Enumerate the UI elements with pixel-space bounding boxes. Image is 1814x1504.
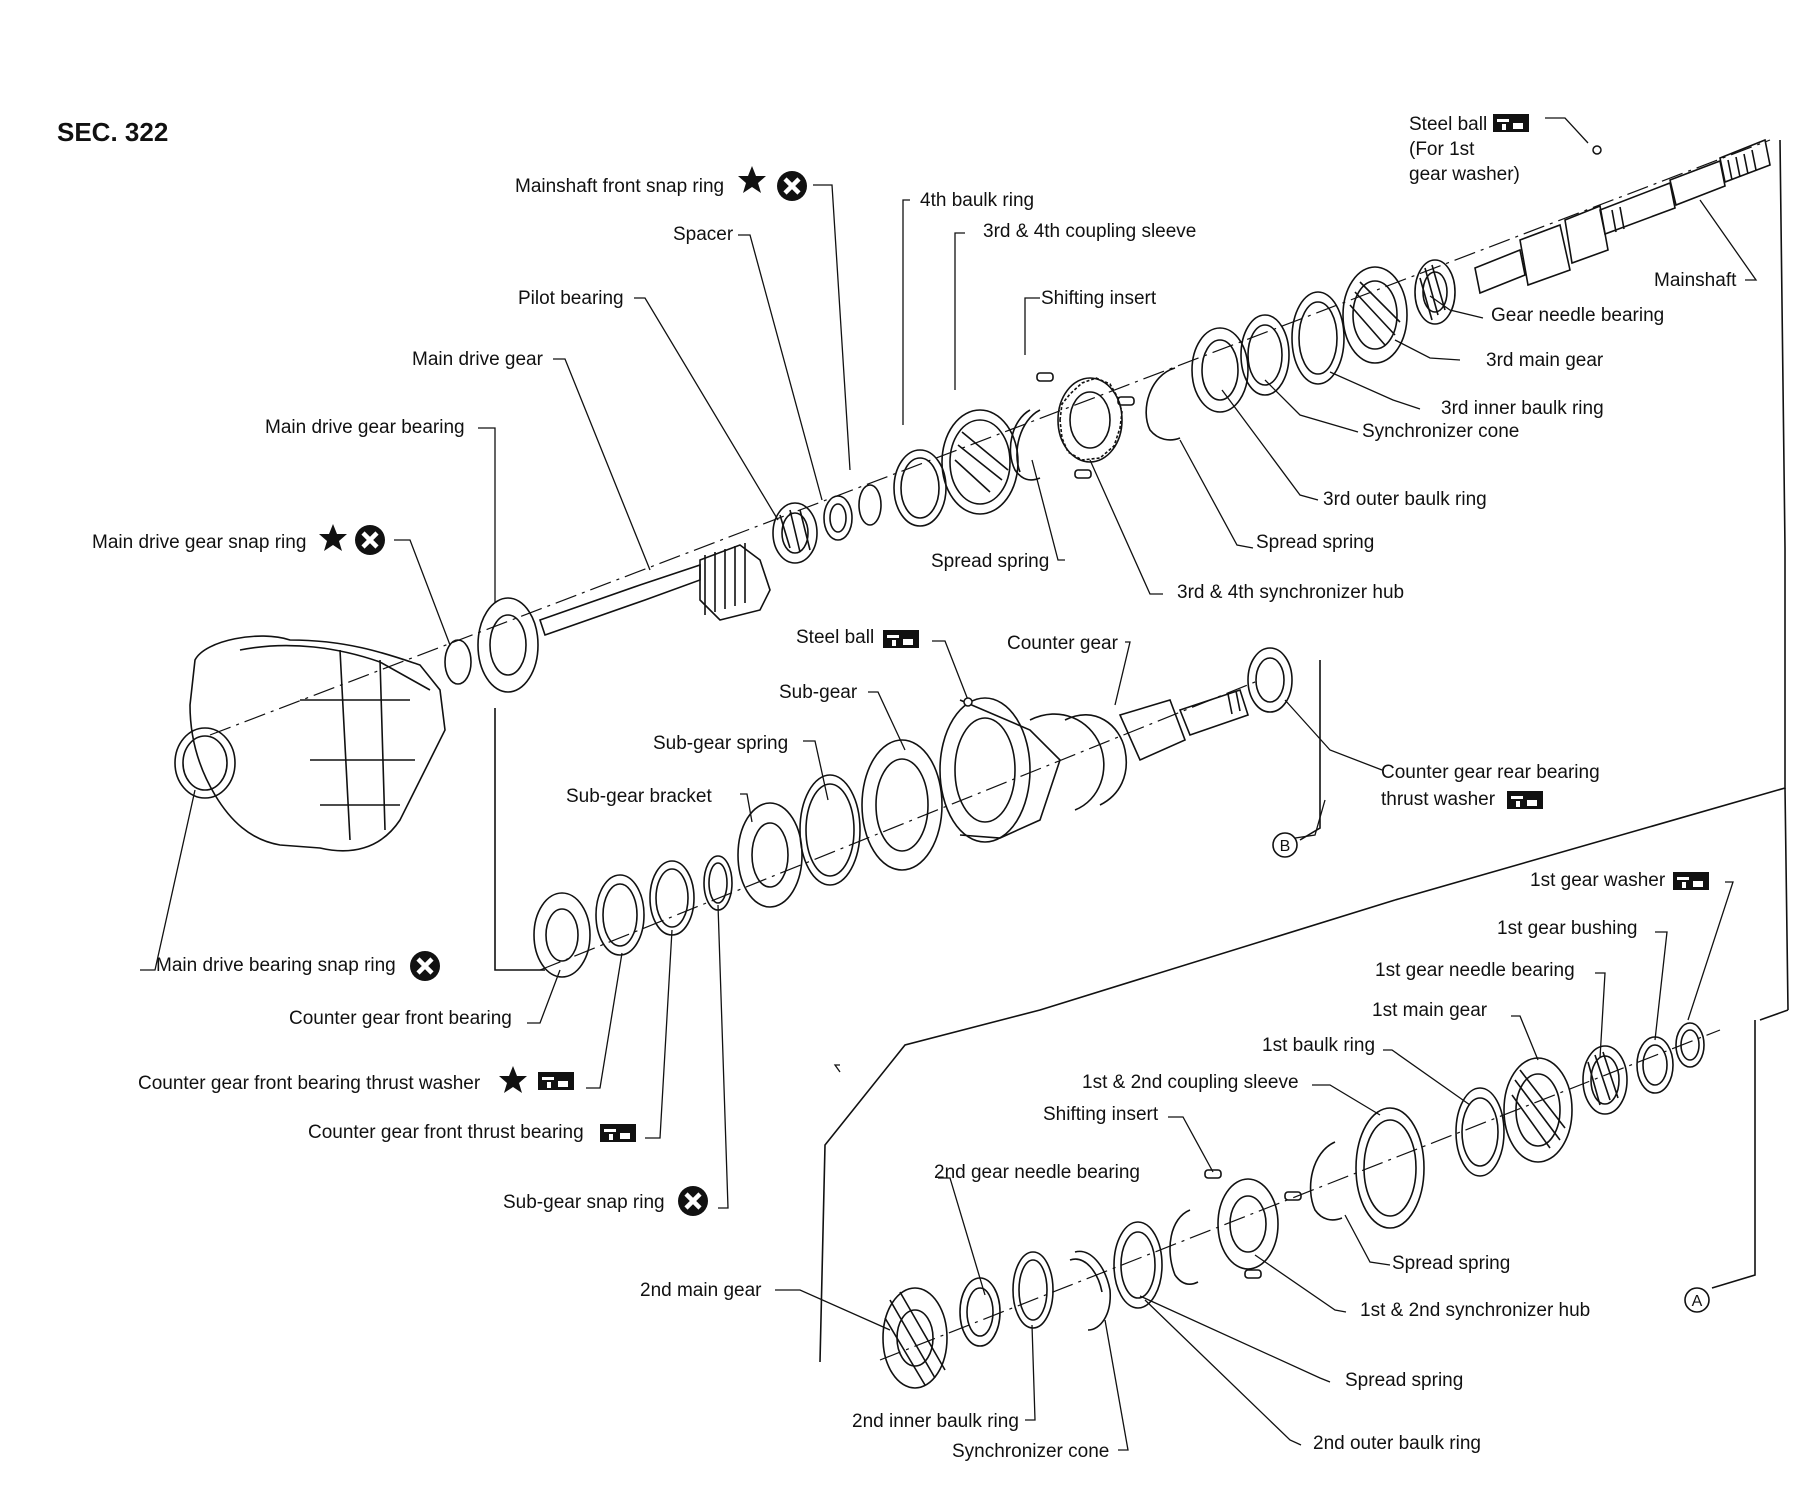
lubricant-icon [883, 630, 919, 648]
label-main-drive-gear: Main drive gear [412, 349, 543, 370]
label-2nd-main-gear: 2nd main gear [640, 1280, 762, 1301]
label-1st-gear-washer: 1st gear washer [1530, 870, 1666, 891]
synchro-12-drawing [882, 1022, 1705, 1389]
x-circle-icon [777, 171, 807, 201]
label-spread-spring-d: Spread spring [1345, 1370, 1464, 1391]
label-counter-gear-rear-bearing-1: Counter gear rear bearing [1381, 762, 1600, 783]
label-cg-front-thrust-bearing: Counter gear front thrust bearing [308, 1122, 584, 1143]
label-counter-gear: Counter gear [1007, 633, 1118, 654]
label-steel-ball-mid: Steel ball [796, 627, 875, 648]
label-synchronizer-cone-bottom: Synchronizer cone [952, 1441, 1110, 1462]
lubricant-icon [1673, 872, 1709, 890]
label-1st-gear-needle-bearing: 1st gear needle bearing [1375, 960, 1575, 981]
label-spacer: Spacer [673, 224, 734, 245]
label-1st-main-gear: 1st main gear [1372, 1000, 1488, 1021]
label-mainshaft-front-snap-ring: Mainshaft front snap ring [515, 176, 725, 197]
callout-a: A [1684, 1287, 1710, 1313]
lubricant-icon [1493, 114, 1529, 132]
callout-b: B [1272, 832, 1298, 858]
label-steel-ball-note-2: gear washer) [1409, 164, 1520, 185]
label-spread-spring-a: Spread spring [1256, 532, 1375, 553]
label-3rd-inner-baulk-ring: 3rd inner baulk ring [1441, 398, 1604, 419]
label-2nd-inner-baulk-ring: 2nd inner baulk ring [852, 1411, 1019, 1432]
centerline-countershaft [539, 679, 1261, 971]
label-spread-spring-b: Spread spring [931, 551, 1050, 572]
label-main-drive-gear-snap-ring: Main drive gear snap ring [92, 532, 307, 553]
label-4th-baulk-ring: 4th baulk ring [920, 190, 1035, 211]
connector-lines [494, 139, 1789, 1363]
label-3rd-4th-coupling-sleeve: 3rd & 4th coupling sleeve [983, 221, 1197, 242]
label-steel-ball-top: Steel ball [1409, 114, 1488, 135]
lubricant-icon [538, 1072, 574, 1090]
callout-b-text: B [1280, 838, 1291, 855]
transmission-case-drawing [174, 635, 446, 852]
lubricant-icon [600, 1124, 636, 1142]
star-icon [319, 524, 347, 551]
label-sub-gear: Sub-gear [779, 682, 858, 703]
label-mainshaft: Mainshaft [1654, 270, 1737, 291]
label-pilot-bearing: Pilot bearing [518, 288, 624, 309]
leader-lines [140, 117, 1758, 1451]
synchro-34-drawing [1009, 259, 1456, 481]
label-synchronizer-cone-top: Synchronizer cone [1362, 421, 1520, 442]
centerline-first-second [879, 1029, 1721, 1361]
label-shifting-insert-top: Shifting insert [1041, 288, 1157, 309]
label-1st-2nd-coupling-sleeve: 1st & 2nd coupling sleeve [1082, 1072, 1299, 1093]
main-drive-gear-drawing [444, 409, 1019, 693]
label-sub-gear-bracket: Sub-gear bracket [566, 786, 712, 807]
label-3rd-4th-synchronizer-hub: 3rd & 4th synchronizer hub [1177, 582, 1405, 603]
label-1st-2nd-synchronizer-hub: 1st & 2nd synchronizer hub [1360, 1300, 1591, 1321]
counter-gear-drawing [533, 647, 1293, 978]
label-2nd-gear-needle-bearing: 2nd gear needle bearing [934, 1162, 1141, 1183]
label-2nd-outer-baulk-ring: 2nd outer baulk ring [1313, 1433, 1481, 1454]
label-cg-front-bearing-thrust-washer: Counter gear front bearing thrust washer [138, 1073, 481, 1094]
x-circle-icon [410, 951, 440, 981]
lubricant-icon [1507, 791, 1543, 809]
callout-a-text: A [1692, 1293, 1703, 1310]
label-counter-gear-rear-bearing-2: thrust washer [1381, 789, 1496, 810]
centerline-mainshaft [209, 139, 1771, 736]
steel-ball-mid-dot [963, 697, 973, 707]
label-main-drive-gear-bearing: Main drive gear bearing [265, 417, 465, 438]
mainshaft-drawing [1474, 138, 1771, 295]
section-title: SEC. 322 [57, 117, 169, 147]
label-main-drive-bearing-snap-ring: Main drive bearing snap ring [156, 955, 396, 976]
star-icon [738, 166, 766, 193]
x-circle-icon [355, 525, 385, 555]
label-gear-needle-bearing: Gear needle bearing [1491, 305, 1665, 326]
label-1st-baulk-ring: 1st baulk ring [1262, 1035, 1376, 1056]
label-1st-gear-bushing: 1st gear bushing [1497, 918, 1638, 939]
label-3rd-outer-baulk-ring: 3rd outer baulk ring [1323, 489, 1487, 510]
label-sub-gear-spring: Sub-gear spring [653, 733, 789, 754]
label-sub-gear-snap-ring: Sub-gear snap ring [503, 1192, 665, 1213]
steel-ball-top-dot [1592, 145, 1602, 155]
label-spread-spring-c: Spread spring [1392, 1253, 1511, 1274]
star-icon [499, 1066, 527, 1093]
label-3rd-main-gear: 3rd main gear [1486, 350, 1604, 371]
x-circle-icon [678, 1186, 708, 1216]
label-shifting-insert-bottom: Shifting insert [1043, 1104, 1159, 1125]
label-counter-gear-front-bearing: Counter gear front bearing [289, 1008, 512, 1029]
label-steel-ball-note-1: (For 1st [1409, 139, 1475, 160]
